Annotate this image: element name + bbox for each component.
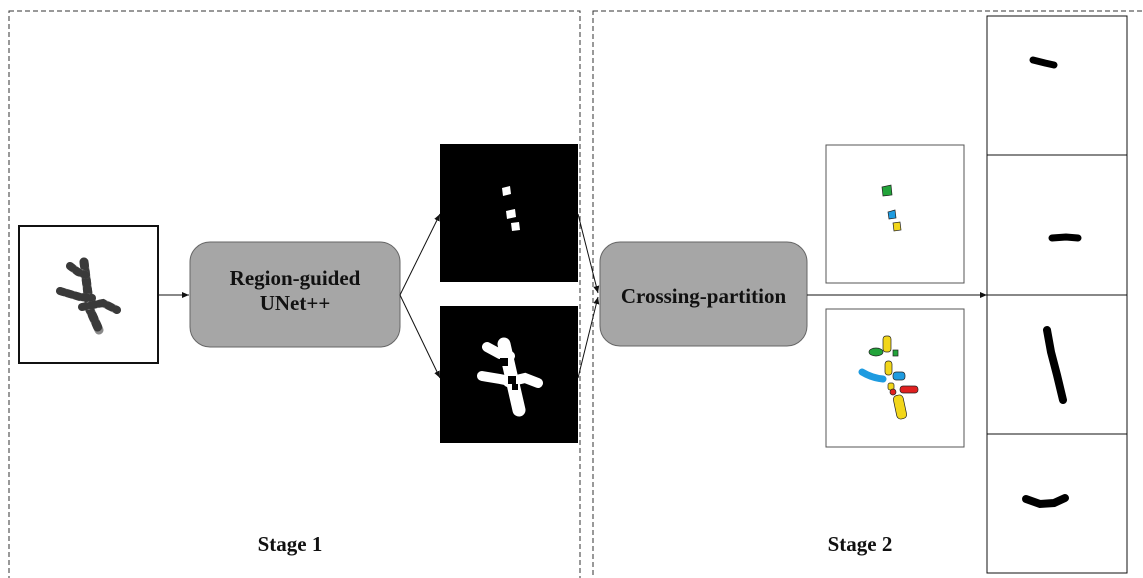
stage1-label: Stage 1: [257, 532, 323, 556]
output-chromosome-4: [1022, 494, 1069, 509]
region-guided-label-line1: Region-guided: [229, 266, 361, 290]
crossing-partition-box: [599, 241, 808, 347]
colored-overlap-image: [825, 144, 965, 284]
region-guided-unet-label: Region-guided UNet++: [190, 266, 400, 316]
output-chromosome-3: [1043, 326, 1067, 404]
arrow-unet-to-full-mask: [399, 294, 441, 379]
input-chromosome-icon: [56, 257, 121, 335]
colored-full-image: [825, 308, 965, 448]
output-chromosome-2: [1048, 233, 1082, 242]
arrow-full-mask-to-partition: [577, 296, 600, 379]
arrow-unet-to-overlap-mask: [399, 213, 441, 296]
output-column: [986, 15, 1128, 574]
overlap-mask-image: [440, 144, 578, 282]
full-mask-image: [440, 306, 578, 443]
stage2-label: Stage 2: [827, 532, 893, 556]
stage2-panel: [592, 10, 1143, 578]
crossing-partition-label: Crossing-partition: [620, 284, 787, 308]
input-image: [18, 225, 159, 364]
arrow-overlap-mask-to-partition: [577, 213, 600, 294]
stage1-panel: [8, 10, 581, 578]
output-chromosome-1: [1029, 56, 1058, 69]
region-guided-label-line2: UNet++: [259, 291, 331, 315]
